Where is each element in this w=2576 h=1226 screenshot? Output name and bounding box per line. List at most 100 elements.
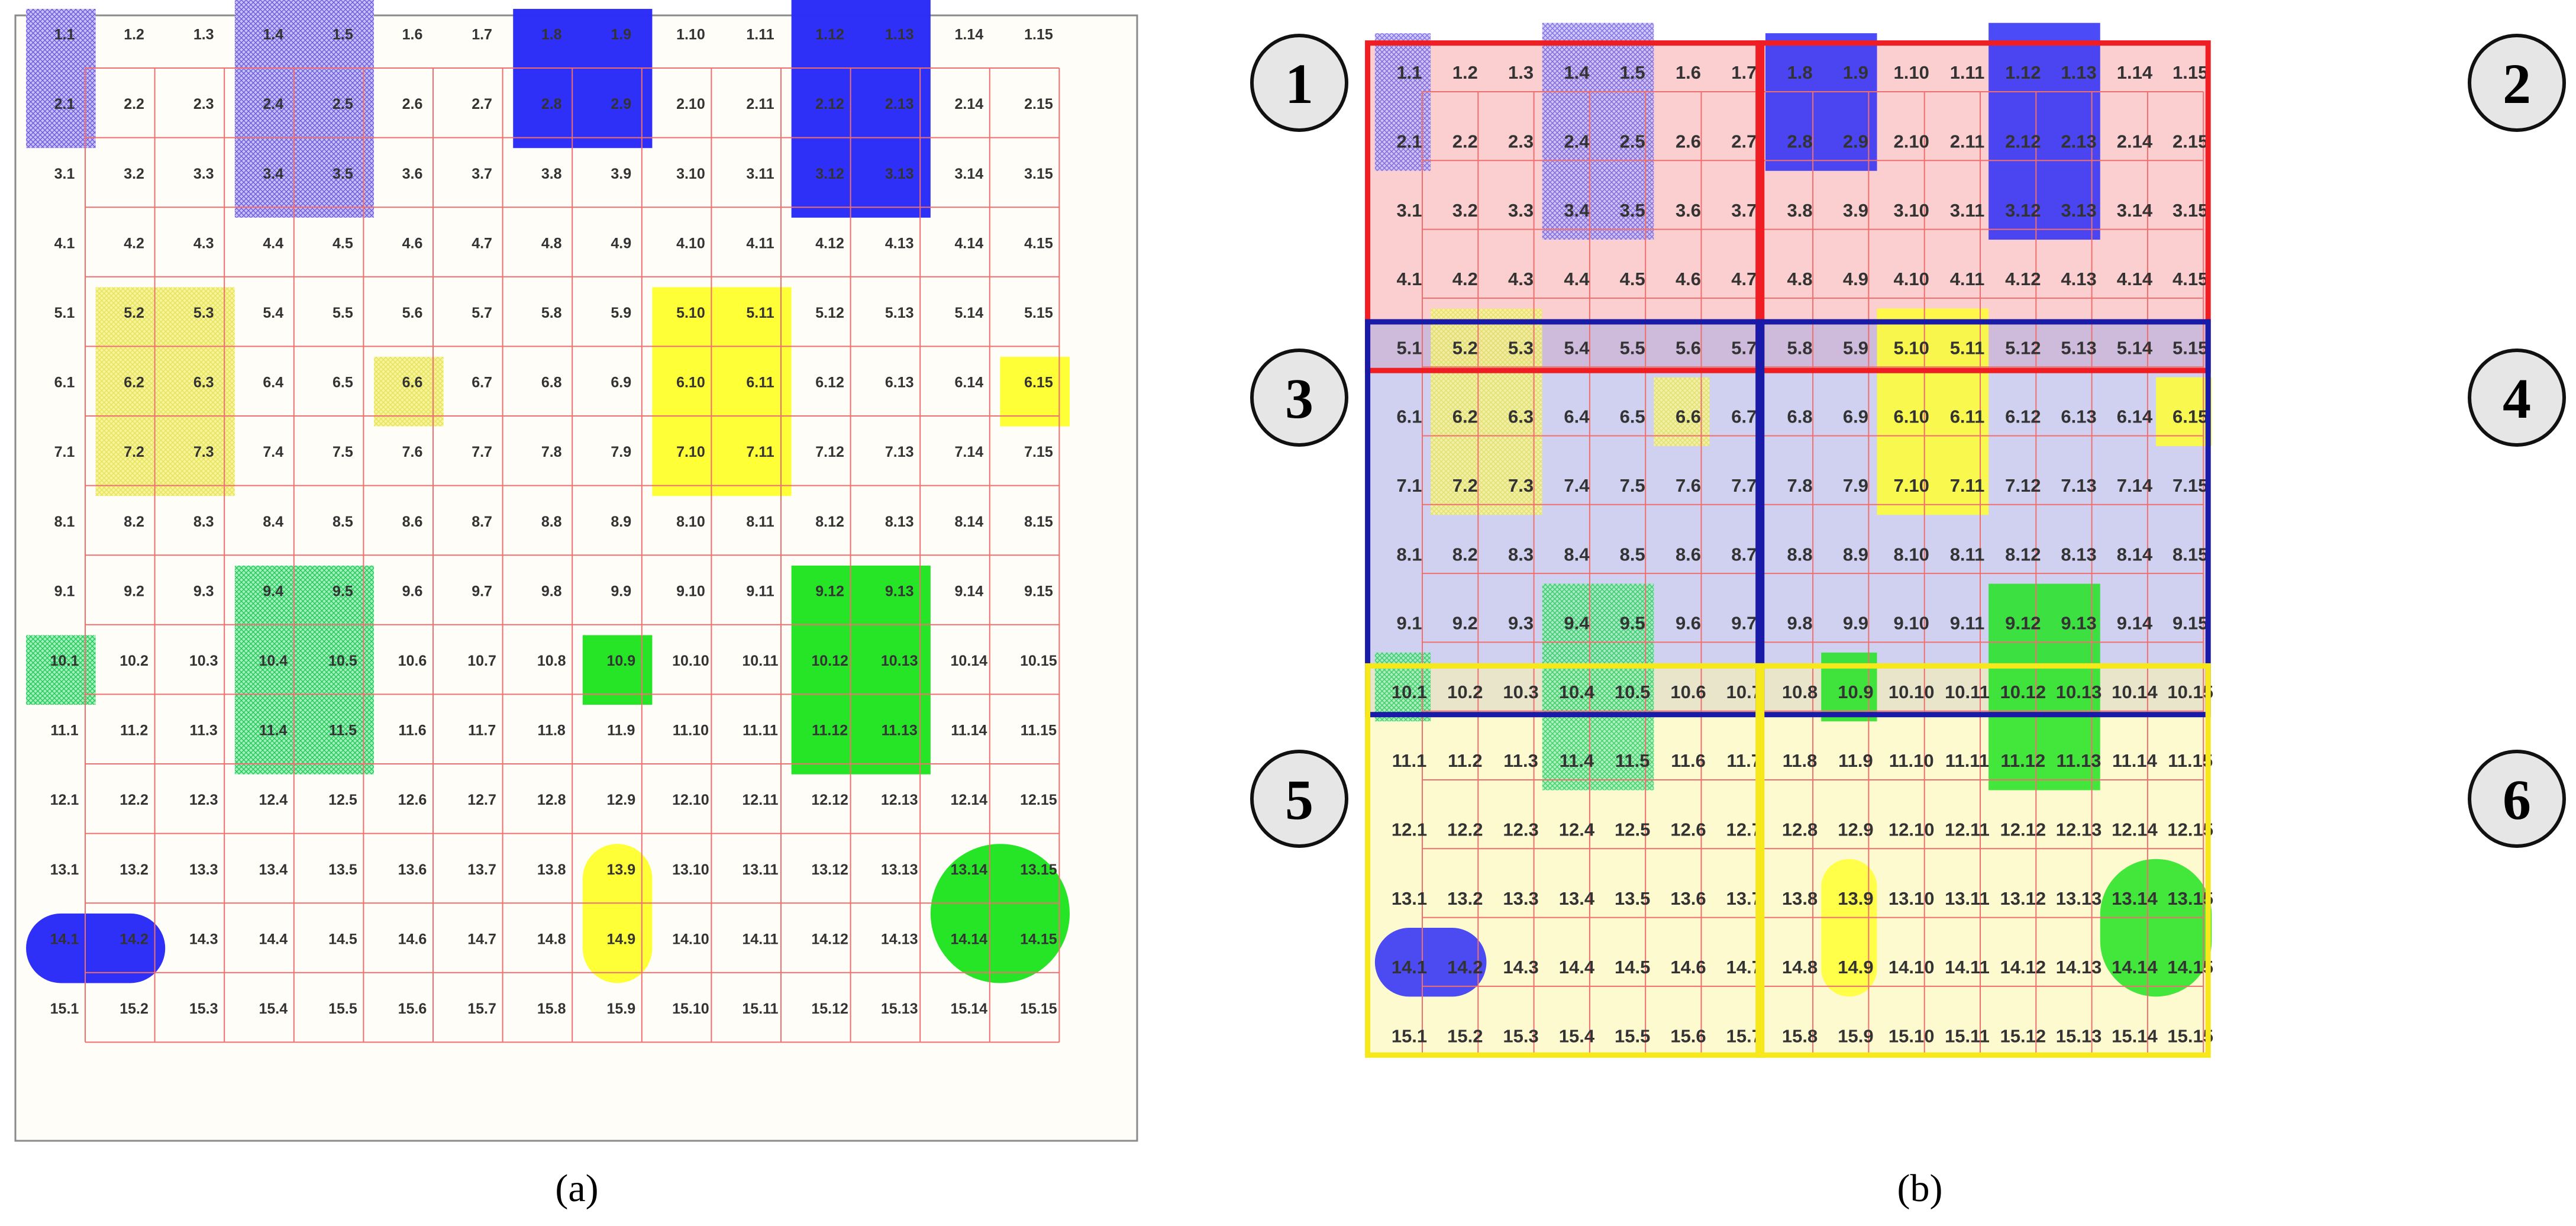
cell-label-6-12: 6.12 xyxy=(2005,406,2041,427)
cell-label-7-14: 7.14 xyxy=(2117,475,2153,496)
cell-label-4-9: 4.9 xyxy=(1843,269,1868,289)
cell-label-15-12: 15.12 xyxy=(811,1001,848,1017)
cell-label-2-6: 2.6 xyxy=(1676,131,1701,151)
cell-label-4-11: 4.11 xyxy=(746,235,774,251)
cell-label-2-3: 2.3 xyxy=(193,96,214,112)
cell-label-10-7: 10.7 xyxy=(467,653,496,669)
cell-label-9-3: 9.3 xyxy=(193,583,214,599)
cell-label-8-3: 8.3 xyxy=(1508,544,1534,564)
cell-label-6-1: 6.1 xyxy=(54,375,75,391)
cell-label-15-3: 15.3 xyxy=(1503,1025,1538,1046)
cell-label-12-3: 12.3 xyxy=(1503,819,1538,840)
cell-label-11-10: 11.10 xyxy=(673,722,709,739)
cell-label-6-12: 6.12 xyxy=(815,375,844,391)
cell-label-1-8: 1.8 xyxy=(541,27,562,43)
cell-label-9-5: 9.5 xyxy=(1620,613,1645,634)
cell-label-1-9: 1.9 xyxy=(1843,62,1868,83)
cell-label-9-3: 9.3 xyxy=(1508,613,1534,634)
cell-label-5-6: 5.6 xyxy=(402,305,423,321)
cell-label-1-11: 1.11 xyxy=(1950,62,1985,83)
cell-label-2-13: 2.13 xyxy=(2061,131,2096,151)
cell-label-5-14: 5.14 xyxy=(954,305,983,321)
cell-label-7-14: 7.14 xyxy=(954,444,983,460)
cell-label-2-12: 2.12 xyxy=(815,96,844,112)
region-6-border xyxy=(1755,663,2211,1058)
cell-label-13-14: 13.14 xyxy=(2112,888,2158,909)
cell-label-3-1: 3.1 xyxy=(54,166,75,182)
cell-label-5-12: 5.12 xyxy=(815,305,844,321)
panel-a-shapes xyxy=(26,0,1070,983)
cell-label-6-7: 6.7 xyxy=(1731,406,1757,427)
cell-label-10-4: 10.4 xyxy=(259,653,288,669)
cell-label-10-1: 10.1 xyxy=(50,653,79,669)
cell-label-1-13: 1.13 xyxy=(885,27,914,43)
cell-label-3-15: 3.15 xyxy=(2173,200,2208,221)
cell-label-11-8: 11.8 xyxy=(538,722,566,739)
cell-label-7-9: 7.9 xyxy=(611,444,631,460)
region-number-circle-1 xyxy=(1250,34,1348,132)
cell-label-5-13: 5.13 xyxy=(2061,337,2096,358)
cell-label-6-4: 6.4 xyxy=(263,375,283,391)
region-number-circle-4 xyxy=(2468,349,2566,447)
cell-label-7-2: 7.2 xyxy=(1452,475,1478,496)
cell-label-13-12: 13.12 xyxy=(2000,888,2046,909)
purple-hatch-block-2-1-hatched-rectangle xyxy=(1374,33,1431,171)
cell-label-10-13: 10.13 xyxy=(2056,682,2102,702)
cell-label-12-12: 12.12 xyxy=(811,792,848,808)
cell-label-3-2: 3.2 xyxy=(124,166,144,182)
cell-label-4-7: 4.7 xyxy=(472,235,492,251)
cell-label-1-10: 1.10 xyxy=(676,27,705,43)
cell-label-1-12: 1.12 xyxy=(815,27,844,43)
cell-label-10-4: 10.4 xyxy=(1559,682,1595,702)
cell-label-10-10: 10.10 xyxy=(1889,682,1935,702)
cell-label-14-3: 14.3 xyxy=(1503,957,1538,977)
cell-label-12-9: 12.9 xyxy=(1838,819,1873,840)
cell-label-3-12: 3.12 xyxy=(2005,200,2041,221)
cell-label-8-9: 8.9 xyxy=(1843,544,1868,564)
cell-label-6-1: 6.1 xyxy=(1396,406,1422,427)
cell-label-3-10: 3.10 xyxy=(676,166,705,182)
cell-label-10-12: 10.12 xyxy=(811,653,848,669)
cell-label-9-12: 9.12 xyxy=(815,583,844,599)
cell-label-7-1: 7.1 xyxy=(1396,475,1422,496)
cell-label-1-1: 1.1 xyxy=(54,27,75,43)
cell-label-8-15: 8.15 xyxy=(2173,544,2208,564)
cell-label-12-6: 12.6 xyxy=(1670,819,1706,840)
cell-label-8-12: 8.12 xyxy=(815,514,844,530)
cell-label-15-3: 15.3 xyxy=(189,1001,218,1017)
cell-label-8-2: 8.2 xyxy=(1452,544,1478,564)
region-5-border xyxy=(1365,663,1765,1058)
cell-label-11-5: 11.5 xyxy=(329,722,357,739)
cell-label-3-4: 3.4 xyxy=(1564,200,1590,221)
cell-label-5-10: 5.10 xyxy=(676,305,705,321)
cell-label-11-10: 11.10 xyxy=(1889,750,1934,771)
cell-label-14-5: 14.5 xyxy=(328,931,357,947)
cell-label-7-7: 7.7 xyxy=(1731,475,1757,496)
cell-label-6-11: 6.11 xyxy=(746,375,774,391)
cell-label-14-8: 14.8 xyxy=(537,931,566,947)
cell-label-15-9: 15.9 xyxy=(1838,1025,1873,1046)
cell-label-13-5: 13.5 xyxy=(1615,888,1650,909)
cell-label-8-8: 8.8 xyxy=(541,514,562,530)
cell-label-8-14: 8.14 xyxy=(2117,544,2153,564)
region-3-border xyxy=(1365,319,1765,718)
cell-label-2-8: 2.8 xyxy=(541,96,562,112)
region-number-circle-3 xyxy=(1250,349,1348,447)
cell-label-6-8: 6.8 xyxy=(541,375,562,391)
cell-label-5-6: 5.6 xyxy=(1676,337,1701,358)
cell-label-14-11: 14.11 xyxy=(1945,957,1990,977)
cell-label-4-12: 4.12 xyxy=(815,235,844,251)
cell-label-7-3: 7.3 xyxy=(1508,475,1534,496)
cell-label-15-5: 15.5 xyxy=(1615,1025,1650,1046)
cell-label-7-15: 7.15 xyxy=(1024,444,1053,460)
cell-label-7-8: 7.8 xyxy=(1787,475,1813,496)
cell-label-4-14: 4.14 xyxy=(954,235,983,251)
cell-label-12-1: 12.1 xyxy=(50,792,79,808)
cell-label-12-14: 12.14 xyxy=(951,792,988,808)
cell-label-5-8: 5.8 xyxy=(541,305,562,321)
cell-label-10-2: 10.2 xyxy=(120,653,149,669)
yellow-capsule-13-9-vertical-capsule xyxy=(1821,859,1877,997)
blue-block-1-12-solid-rectangle xyxy=(1989,22,2100,240)
